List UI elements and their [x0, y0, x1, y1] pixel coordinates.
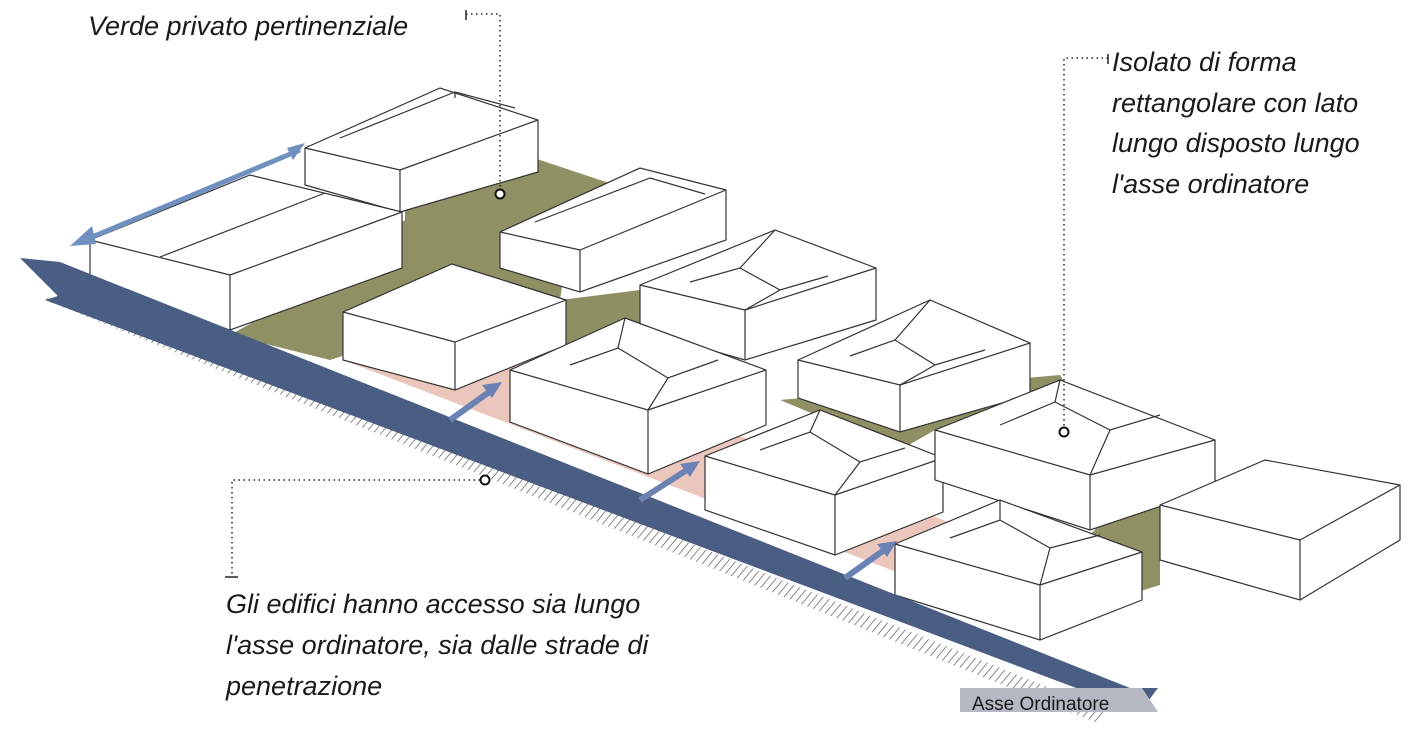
marker-dot	[479, 474, 491, 486]
building	[797, 299, 1031, 433]
building	[342, 263, 567, 391]
annotation-line: Isolato di forma	[1112, 47, 1297, 77]
building	[509, 317, 767, 475]
annotation-line: rettangolare con lato	[1112, 87, 1359, 118]
annotation-line: penetrazione	[226, 671, 383, 701]
building	[499, 167, 727, 293]
building	[934, 379, 1216, 531]
leader-line-building-access	[231, 479, 480, 576]
leader-line-private-green	[466, 13, 501, 190]
building	[304, 87, 539, 213]
building	[89, 174, 403, 331]
annotation-line: lungo disposto lungo	[1112, 128, 1360, 158]
annotation-private-green: Verde privato pertinenziale	[88, 11, 409, 41]
annotation-line: l'asse ordinatore	[1112, 168, 1310, 199]
axis-label-tag	[960, 688, 1158, 712]
annotation-building-access: Gli edifici hanno accesso sia lungo l'as…	[226, 584, 648, 707]
annotation-line: Gli edifici hanno accesso sia lungo	[226, 589, 641, 619]
annotation-line: l'asse ordinatore, sia dalle strade di	[226, 630, 649, 660]
secondary-axis-arrow	[70, 143, 305, 246]
leader-line-block-shape	[1063, 57, 1108, 428]
marker-dot	[1058, 426, 1070, 438]
building	[1159, 459, 1401, 601]
marker-dot	[494, 188, 506, 200]
axis-label: Asse Ordinatore	[972, 694, 1110, 715]
building	[704, 409, 944, 556]
main-axis-arrow	[20, 258, 1158, 712]
access-arrow	[448, 382, 897, 581]
annotation-block-shape: Isolato di forma rettangolare con lato l…	[1112, 42, 1360, 204]
